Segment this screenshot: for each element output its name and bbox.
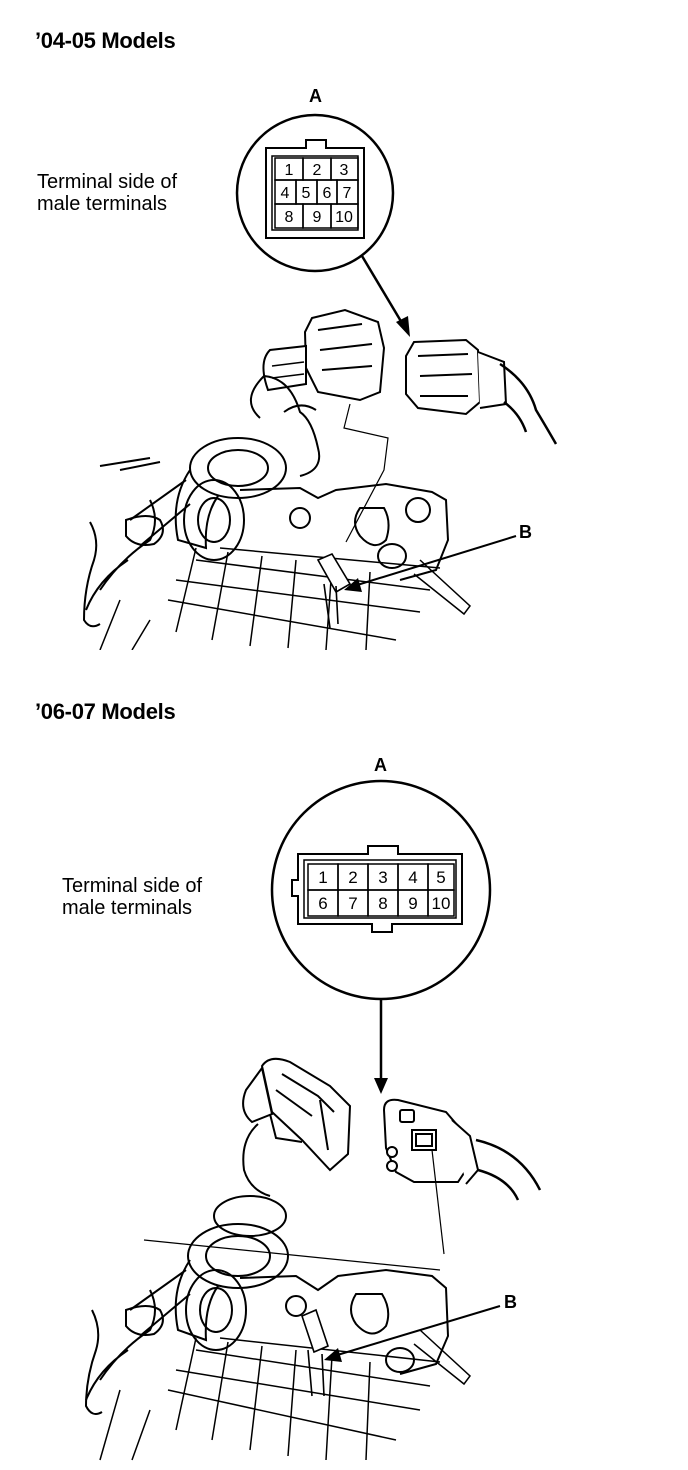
- terminal-2: 2: [348, 868, 357, 887]
- section-04-05: ’04-05 Models A Terminal side of male te…: [0, 0, 688, 650]
- connector-face: [291, 845, 463, 933]
- engine-assembly: [82, 374, 450, 628]
- terminal-7: 7: [343, 185, 352, 202]
- guide-lines: [343, 403, 389, 543]
- terminal-9: 9: [313, 209, 322, 226]
- terminal-10: 10: [335, 209, 353, 226]
- callout-line-1: Terminal side of: [62, 875, 203, 897]
- engine-assembly: [84, 1123, 450, 1415]
- connector-label-a: A: [309, 86, 322, 106]
- callout-line-2: male terminals: [37, 193, 168, 215]
- connector-label-a: A: [374, 755, 387, 775]
- harness-connector-left: [242, 1057, 352, 1172]
- pointer-label-b: B: [519, 522, 532, 542]
- terminal-6: 6: [318, 894, 327, 913]
- terminal-8: 8: [378, 894, 387, 913]
- terminal-4: 4: [408, 868, 417, 887]
- terminal-callout: Terminal side of male terminals: [62, 875, 202, 919]
- connector-detail-circle: [235, 113, 395, 273]
- terminal-5: 5: [436, 868, 445, 887]
- callout-line-1: Terminal side of: [37, 171, 178, 193]
- section-title: ’06-07 Models: [35, 699, 176, 724]
- terminal-grid: [274, 157, 359, 229]
- harness-connector-left: [262, 308, 386, 402]
- terminal-10: 10: [432, 894, 451, 913]
- terminal-5: 5: [302, 185, 311, 202]
- terminal-4: 4: [281, 185, 290, 202]
- connector-diagram-06-07: 1 2 3 4 5 6 7 8 9 10: [84, 779, 542, 1461]
- engine-grid: [99, 547, 441, 650]
- terminal-3: 3: [378, 868, 387, 887]
- terminal-grid: [307, 863, 455, 917]
- engine-grid: [99, 1337, 441, 1461]
- section-06-07: ’06-07 Models A Terminal side of male te…: [0, 670, 688, 1470]
- arrow-to-connector: [374, 1000, 388, 1094]
- terminal-1: 1: [318, 868, 327, 887]
- pointer-b: [316, 535, 517, 629]
- terminal-callout: Terminal side of male terminals: [37, 171, 177, 215]
- connector-diagram-04-05: 1 2 3 4 5 6 7 8 9 10: [82, 113, 558, 650]
- harness-connector-right: [405, 338, 558, 445]
- guide-lines: [143, 1149, 445, 1271]
- pointer-b: [301, 1305, 501, 1397]
- terminal-7: 7: [348, 894, 357, 913]
- pointer-label-b: B: [504, 1292, 517, 1312]
- section-title: ’04-05 Models: [35, 28, 176, 53]
- harness-connector-right: [382, 1098, 542, 1201]
- terminal-2: 2: [313, 162, 322, 179]
- terminal-8: 8: [285, 209, 294, 226]
- terminal-6: 6: [323, 185, 332, 202]
- terminal-1: 1: [285, 162, 294, 179]
- callout-line-2: male terminals: [62, 897, 193, 919]
- terminal-3: 3: [340, 162, 349, 179]
- terminal-9: 9: [408, 894, 417, 913]
- connector-detail-circle: [270, 779, 492, 1001]
- arrow-to-connector: [360, 255, 410, 337]
